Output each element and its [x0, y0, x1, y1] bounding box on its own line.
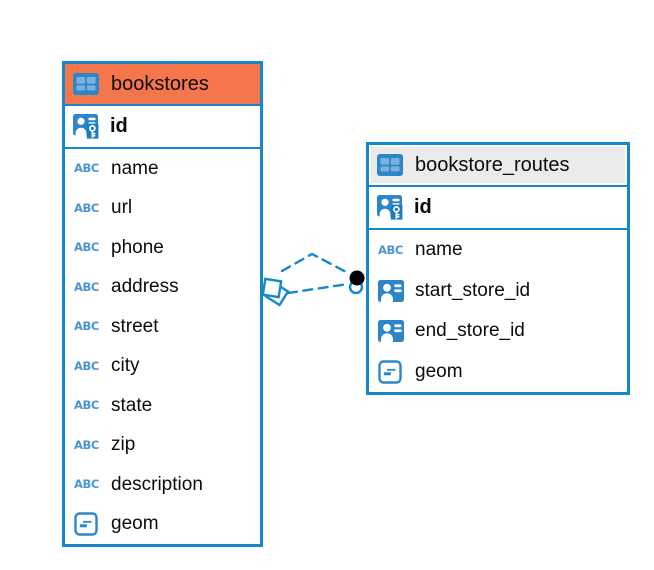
column-row[interactable]: ABC name [369, 230, 627, 271]
table-name: bookstore_routes [415, 153, 570, 176]
primary-key-row[interactable]: id [369, 187, 627, 230]
text-type-icon: ABC [74, 279, 99, 294]
column-name: end_store_id [415, 320, 525, 342]
column-row[interactable]: ABC url [65, 188, 260, 228]
geometry-type-icon [378, 360, 408, 384]
foreign-key-ref-icon [378, 320, 408, 343]
column-row[interactable]: geom [65, 504, 260, 544]
relationship-line-straight[interactable] [286, 282, 350, 295]
relationship-line-arc[interactable] [280, 252, 352, 276]
column-name: name [111, 157, 159, 179]
relationship-line-group[interactable] [280, 252, 352, 295]
text-type-icon: ABC [74, 161, 99, 175]
table-header-bookstores[interactable]: bookstores [65, 64, 260, 106]
primary-key-name: id [414, 196, 432, 218]
column-name: state [111, 394, 153, 416]
table-header-bookstore-routes[interactable]: bookstore_routes [369, 145, 627, 187]
column-row[interactable]: ABC description [65, 465, 260, 505]
text-type-icon: ABC [74, 437, 99, 452]
column-name: geom [415, 360, 463, 382]
text-type-icon: ABC [74, 398, 99, 412]
column-row[interactable]: start_store_id [369, 270, 627, 311]
column-name: zip [111, 434, 136, 456]
column-row[interactable]: ABC zip [65, 425, 260, 465]
column-name: description [111, 473, 203, 495]
text-type-icon: ABC [74, 477, 99, 491]
column-name: address [111, 276, 179, 298]
geometry-type-icon [74, 512, 104, 536]
entity-table-bookstore-routes[interactable]: bookstore_routes id ABC name [366, 142, 630, 395]
text-type-icon: ABC [74, 358, 99, 373]
column-row[interactable]: ABC state [65, 386, 260, 426]
text-type-icon: ABC [74, 319, 99, 333]
column-list: ABC name ABC url ABC phone ABC address A… [65, 149, 260, 544]
column-row[interactable]: ABC name [65, 149, 260, 189]
column-row[interactable]: ABC street [65, 307, 260, 347]
foreign-key-ref-icon [378, 279, 408, 302]
column-name: city [111, 355, 140, 377]
primary-key-icon [73, 114, 103, 139]
entity-table-bookstores[interactable]: bookstores id ABC name [62, 61, 263, 547]
column-row[interactable]: end_store_id [369, 311, 627, 352]
primary-key-icon [377, 195, 407, 220]
column-row[interactable]: ABC city [65, 346, 260, 386]
column-name: street [111, 315, 159, 337]
table-icon [73, 73, 103, 95]
column-name: name [415, 239, 463, 261]
column-name: geom [111, 513, 159, 535]
relationship-target-dot-marker [348, 270, 365, 295]
column-row[interactable]: ABC address [65, 267, 260, 307]
table-icon [377, 154, 407, 176]
primary-key-name: id [110, 115, 128, 137]
text-type-icon: ABC [378, 242, 403, 257]
column-name: url [111, 197, 133, 219]
table-name: bookstores [111, 72, 209, 95]
text-type-icon: ABC [74, 240, 99, 254]
column-row[interactable]: ABC phone [65, 228, 260, 268]
column-list: ABC name start_store_id [369, 230, 627, 392]
column-name: phone [111, 236, 164, 258]
column-row[interactable]: geom [369, 351, 627, 392]
relationship-source-diamond-marker [261, 277, 290, 307]
text-type-icon: ABC [74, 200, 99, 215]
primary-key-row[interactable]: id [65, 106, 260, 149]
column-name: start_store_id [415, 279, 531, 301]
